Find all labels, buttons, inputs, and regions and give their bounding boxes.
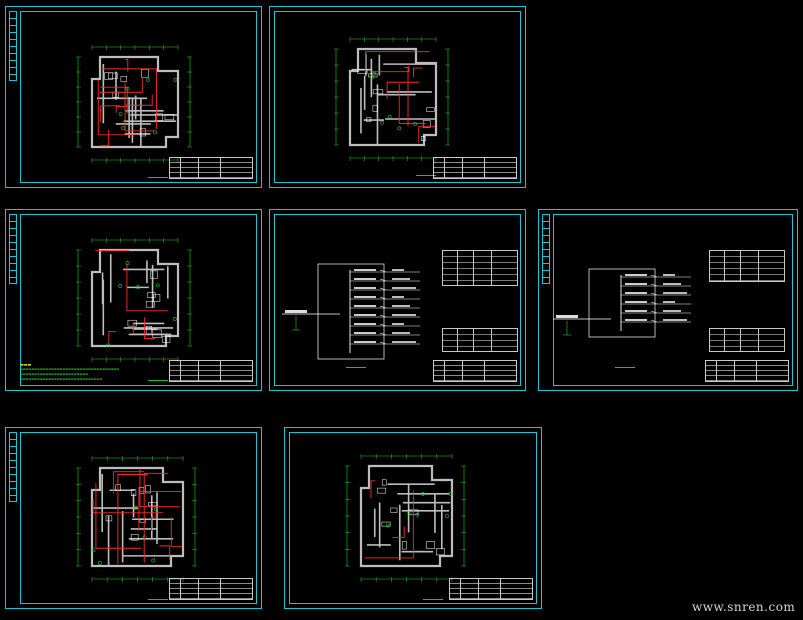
binding-strip: [9, 214, 17, 284]
drawing-sheet-7[interactable]: [284, 427, 542, 609]
sheet-border: [20, 432, 257, 604]
sheet-border: [289, 432, 537, 604]
binding-strip: [9, 11, 17, 81]
sheet-border: [274, 214, 521, 386]
floor-plan: [76, 238, 192, 362]
drawing-sheet-3[interactable]: ▬▬▬ ▬▬▬▬▬▬▬▬▬▬▬▬▬▬▬▬▬▬▬▬▬▬▬▬▬▬▬▬▬▬▬▬▬▬▬ …: [5, 209, 262, 391]
sheet-border: [553, 214, 793, 386]
material-table-2: [442, 328, 518, 352]
design-notes: ▬▬▬ ▬▬▬▬▬▬▬▬▬▬▬▬▬▬▬▬▬▬▬▬▬▬▬▬▬▬▬▬▬▬▬▬▬▬▬ …: [20, 362, 120, 381]
title-block: [433, 360, 517, 382]
floor-plan: [345, 454, 466, 582]
title-block: [449, 578, 533, 600]
drawing-sheet-5[interactable]: [538, 209, 798, 391]
floor-plan: [76, 45, 192, 163]
material-table-2: [709, 328, 785, 352]
sheet-border: [274, 11, 521, 183]
drawing-sheet-6[interactable]: [5, 427, 262, 609]
title-block: [433, 157, 517, 179]
sheet-border: [20, 11, 257, 183]
floor-plan: [334, 37, 450, 161]
distribution-diagram: [553, 268, 691, 338]
drawing-sheet-1[interactable]: [5, 6, 262, 188]
title-block: [169, 157, 253, 179]
material-table: [442, 250, 518, 286]
drawing-sheet-4[interactable]: [269, 209, 526, 391]
binding-strip: [542, 214, 550, 284]
material-table: [709, 250, 785, 282]
drawing-sheet-2[interactable]: [269, 6, 526, 188]
sheet-border: [20, 214, 257, 386]
title-block: [169, 360, 253, 382]
title-block: [169, 578, 253, 600]
watermark: www.snren.com: [692, 600, 796, 614]
distribution-diagram: [282, 263, 420, 360]
title-block: [705, 360, 789, 382]
binding-strip: [9, 432, 17, 502]
floor-plan: [76, 456, 197, 582]
